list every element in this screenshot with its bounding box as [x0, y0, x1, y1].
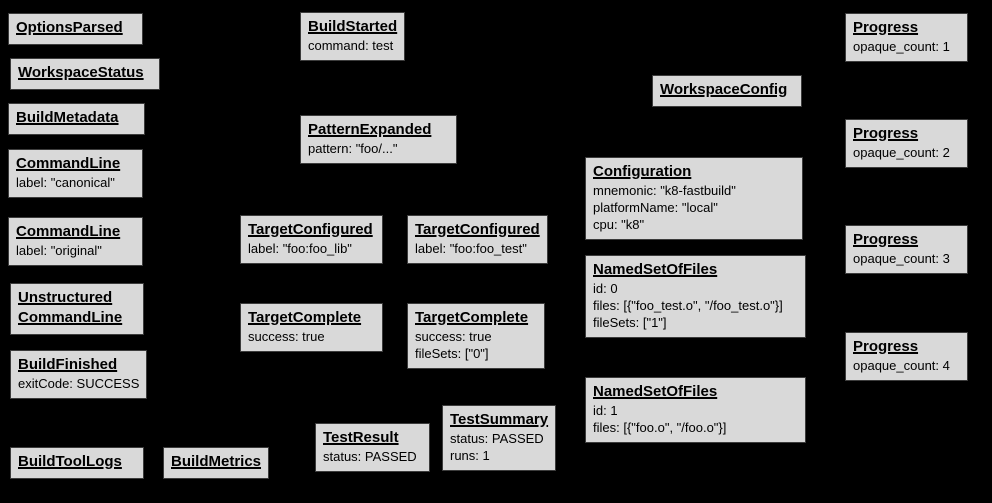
- event-field: opaque_count: 3: [853, 251, 950, 266]
- event-field: files: [{"foo.o", "/foo.o"}]: [593, 420, 727, 435]
- event-box-build-metrics: BuildMetrics: [163, 447, 270, 479]
- event-box-build-finished: BuildFinished exitCode: SUCCESS: [10, 350, 148, 399]
- event-field: cpu: "k8": [593, 217, 645, 232]
- event-title: BuildMetadata: [16, 109, 119, 126]
- event-box-workspace-config: WorkspaceConfig: [652, 75, 802, 107]
- event-box-configuration: Configuration mnemonic: "k8-fastbuild" p…: [585, 157, 803, 240]
- event-field: fileSets: ["1"]: [593, 315, 667, 330]
- event-field: exitCode: SUCCESS: [18, 376, 140, 391]
- event-field: label: "canonical": [16, 175, 115, 190]
- event-box-target-configured-test: TargetConfigured label: "foo:foo_test": [407, 215, 548, 264]
- event-box-build-tool-logs: BuildToolLogs: [10, 447, 144, 479]
- event-field: opaque_count: 2: [853, 145, 950, 160]
- event-box-command-line-canonical: CommandLine label: "canonical": [8, 149, 143, 198]
- event-field: mnemonic: "k8-fastbuild": [593, 183, 736, 198]
- event-field: label: "foo:foo_test": [415, 241, 527, 256]
- event-field: label: "original": [16, 243, 102, 258]
- event-box-options-parsed: OptionsParsed: [8, 13, 143, 45]
- event-box-named-set-of-files-1: NamedSetOfFiles id: 1 files: [{"foo.o", …: [585, 377, 806, 443]
- event-field: opaque_count: 4: [853, 358, 950, 373]
- event-field: platformName: "local": [593, 200, 718, 215]
- event-field: status: PASSED: [323, 449, 417, 464]
- event-box-progress-2: Progress opaque_count: 2: [845, 119, 968, 168]
- event-title: Progress: [853, 125, 919, 142]
- event-title: TargetComplete: [415, 309, 529, 326]
- event-title: TargetConfigured: [415, 221, 540, 238]
- event-title: TestResult: [323, 429, 399, 446]
- event-field: runs: 1: [450, 448, 490, 463]
- event-title: OptionsParsed: [16, 19, 123, 36]
- event-field: success: true: [415, 329, 492, 344]
- event-box-unstructured-command-line: Unstructured CommandLine: [10, 283, 144, 335]
- event-title: NamedSetOfFiles: [593, 261, 718, 278]
- event-box-target-configured-lib: TargetConfigured label: "foo:foo_lib": [240, 215, 383, 264]
- event-title: BuildStarted: [308, 18, 398, 35]
- event-title: BuildToolLogs: [18, 453, 122, 470]
- event-field: command: test: [308, 38, 394, 53]
- event-box-workspace-status: WorkspaceStatus: [10, 58, 160, 90]
- event-field: id: 0: [593, 281, 618, 296]
- event-title: PatternExpanded: [308, 121, 432, 138]
- event-field: pattern: "foo/...": [308, 141, 398, 156]
- event-box-target-complete-lib: TargetComplete success: true: [240, 303, 383, 352]
- event-field: files: [{"foo_test.o", "/foo_test.o"}]: [593, 298, 783, 313]
- event-box-progress-3: Progress opaque_count: 3: [845, 225, 968, 274]
- event-title: Progress: [853, 19, 919, 36]
- event-box-pattern-expanded: PatternExpanded pattern: "foo/...": [300, 115, 457, 164]
- event-title: Unstructured CommandLine: [18, 289, 123, 326]
- event-field: id: 1: [593, 403, 618, 418]
- event-field: fileSets: ["0"]: [415, 346, 489, 361]
- event-box-progress-1: Progress opaque_count: 1: [845, 13, 968, 62]
- event-title: CommandLine: [16, 223, 121, 240]
- event-field: label: "foo:foo_lib": [248, 241, 352, 256]
- event-box-target-complete-test: TargetComplete success: true fileSets: […: [407, 303, 545, 369]
- event-field: success: true: [248, 329, 325, 344]
- event-box-named-set-of-files-0: NamedSetOfFiles id: 0 files: [{"foo_test…: [585, 255, 806, 338]
- event-title: Progress: [853, 231, 919, 248]
- event-box-test-result: TestResult status: PASSED: [315, 423, 430, 472]
- event-box-test-summary: TestSummary status: PASSED runs: 1: [442, 405, 557, 471]
- event-title: TargetComplete: [248, 309, 362, 326]
- event-title: TargetConfigured: [248, 221, 373, 238]
- event-box-build-started: BuildStarted command: test: [300, 12, 406, 61]
- event-box-build-metadata: BuildMetadata: [8, 103, 145, 135]
- event-title: NamedSetOfFiles: [593, 383, 718, 400]
- event-title: Progress: [853, 338, 919, 355]
- event-title: TestSummary: [450, 411, 549, 428]
- event-title: Configuration: [593, 163, 692, 180]
- event-field: status: PASSED: [450, 431, 544, 446]
- event-title: CommandLine: [16, 155, 121, 172]
- event-title: WorkspaceStatus: [18, 64, 144, 81]
- event-title: WorkspaceConfig: [660, 81, 788, 98]
- event-title: BuildMetrics: [171, 453, 262, 470]
- event-box-command-line-original: CommandLine label: "original": [8, 217, 143, 266]
- event-field: opaque_count: 1: [853, 39, 950, 54]
- event-title: BuildFinished: [18, 356, 118, 373]
- event-box-progress-4: Progress opaque_count: 4: [845, 332, 968, 381]
